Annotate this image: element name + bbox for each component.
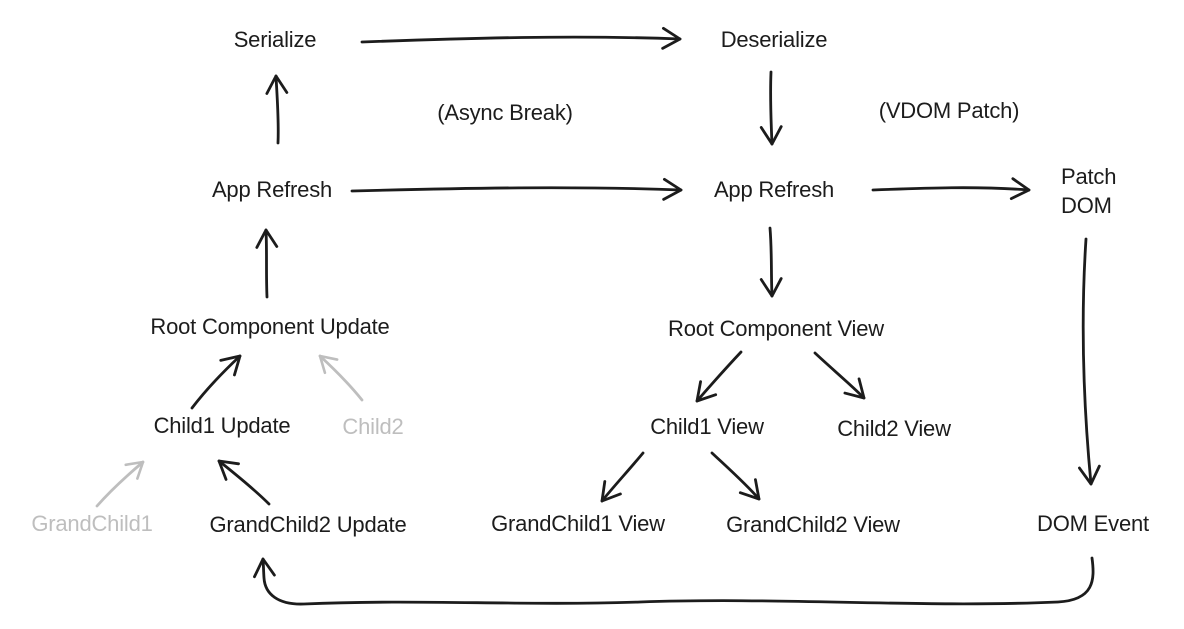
- arrow-grandchild1-to-child1-update: [95, 460, 145, 508]
- arrow-app-refresh-left-to-serialize: [265, 74, 289, 145]
- node-grandchild1-view: GrandChild1 View: [491, 510, 665, 536]
- node-child2: Child2: [342, 413, 404, 439]
- node-dom-event: DOM Event: [1037, 510, 1149, 536]
- arrow-patch-dom-to-dom-event: [1078, 237, 1101, 486]
- node-deserialize: Deserialize: [720, 26, 828, 52]
- arrow-child1-update-to-root-component-update: [190, 354, 242, 410]
- annotation-async-break: (Async Break): [437, 99, 573, 125]
- annotation-vdom-patch: (VDOM Patch): [878, 97, 1020, 123]
- arrow-dom-event-to-grandchild2-update: [253, 556, 1095, 606]
- node-patch-dom: Patch DOM: [1061, 162, 1116, 220]
- node-grandchild1: GrandChild1: [31, 510, 153, 536]
- node-app-refresh-right: App Refresh: [713, 176, 835, 202]
- node-child2-view: Child2 View: [837, 415, 951, 441]
- arrow-child2-to-root-component-update: [318, 354, 364, 402]
- arrow-serialize-to-deserialize: [360, 26, 682, 50]
- node-child1-view: Child1 View: [650, 413, 764, 439]
- node-child1-update: Child1 Update: [153, 412, 291, 438]
- arrow-root-component-view-to-child2-view: [813, 351, 866, 400]
- node-patch-dom-line1: Patch: [1061, 164, 1117, 189]
- arrow-child1-view-to-grandchild2-view: [710, 451, 761, 501]
- node-app-refresh-left: App Refresh: [211, 176, 333, 202]
- arrow-app-refresh-right-to-root-component-view: [759, 226, 783, 298]
- arrow-root-component-view-to-child1-view: [695, 350, 743, 403]
- arrow-grandchild2-update-to-child1-update: [217, 459, 271, 506]
- node-grandchild2-view: GrandChild2 View: [726, 511, 900, 537]
- node-patch-dom-line2: DOM: [1061, 193, 1112, 218]
- node-root-component-view: Root Component View: [668, 315, 884, 341]
- node-root-component-update: Root Component Update: [150, 313, 390, 339]
- arrow-app-refresh-right-to-patch-dom: [871, 177, 1031, 201]
- arrow-root-component-update-to-app-refresh-left: [255, 228, 279, 299]
- arrow-deserialize-to-app-refresh-right: [759, 70, 783, 146]
- arrow-child1-view-to-grandchild1-view: [600, 451, 645, 503]
- arrow-app-refresh-left-to-app-refresh-right: [350, 177, 683, 201]
- node-grandchild2-update: GrandChild2 Update: [209, 511, 407, 537]
- node-serialize: Serialize: [233, 26, 317, 52]
